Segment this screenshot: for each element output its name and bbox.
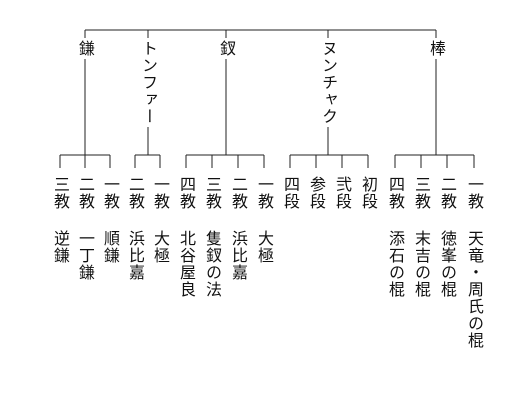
- category-label-nunchaku: ヌンチャク: [318, 38, 338, 127]
- category-label-kama: 鎌: [75, 38, 95, 59]
- sai-level-2: 二教: [229, 176, 248, 210]
- bo-level-4: 四教: [386, 176, 405, 210]
- category-label-tonfa: トンファー: [138, 38, 158, 127]
- sai-level-2-content: 浜比嘉: [229, 230, 248, 281]
- tonfa-level-2: 二教: [126, 176, 145, 210]
- sai-level-1: 一教: [255, 176, 274, 210]
- sai-level-3: 三教: [203, 176, 222, 210]
- nunchaku-level-4: 四段: [281, 176, 300, 210]
- nunchaku-level-3: 参段: [307, 176, 326, 210]
- bo-level-3-content: 末吉の棍: [412, 230, 431, 298]
- kama-level-1-content: 順鎌: [101, 230, 120, 264]
- nunchaku-level-2: 弐段: [333, 176, 352, 210]
- sai-level-4: 四教: [177, 176, 196, 210]
- tonfa-level-1-content: 大極: [151, 230, 170, 264]
- bo-level-2: 二教: [438, 176, 457, 210]
- tonfa-level-2-content: 浜比嘉: [126, 230, 145, 281]
- kama-level-2-content: 一丁鎌: [76, 230, 95, 281]
- bo-level-1-content: 天竜・周氏の棍: [465, 230, 484, 349]
- category-label-bo: 棒: [426, 38, 446, 59]
- bo-level-3: 三教: [412, 176, 431, 210]
- sai-level-1-content: 大極: [255, 230, 274, 264]
- bo-level-1: 一教: [465, 176, 484, 210]
- category-label-sai: 釵: [216, 38, 236, 59]
- kama-level-3: 三教: [51, 176, 70, 210]
- sai-level-3-content: 隻釵の法: [203, 230, 222, 298]
- tonfa-level-1: 一教: [151, 176, 170, 210]
- kama-level-1: 一教: [101, 176, 120, 210]
- bo-level-2-content: 徳峯の棍: [438, 230, 457, 298]
- nunchaku-level-1: 初段: [359, 176, 378, 210]
- kama-level-2: 二教: [76, 176, 95, 210]
- bo-level-4-content: 添石の棍: [386, 230, 405, 298]
- sai-level-4-content: 北谷屋良: [177, 230, 196, 298]
- kama-level-3-content: 逆鎌: [51, 230, 70, 264]
